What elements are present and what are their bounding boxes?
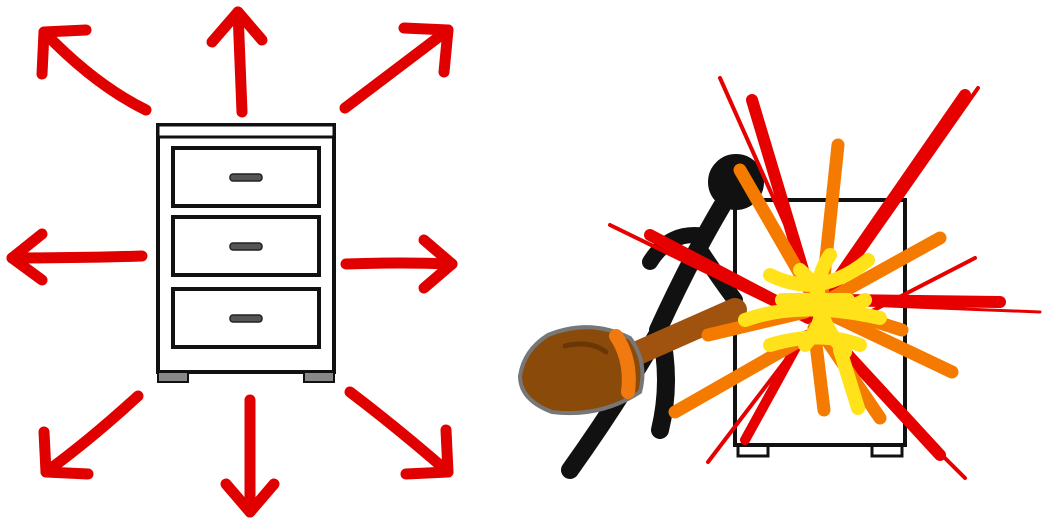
intact-dresser-panel: [6, 6, 458, 518]
arrow-right: [340, 234, 458, 294]
hammer: [517, 298, 747, 416]
smashed-dresser-foot-left: [736, 445, 770, 458]
arrow-up-right: [339, 22, 454, 114]
smashed-dresser-panel: [517, 76, 1042, 480]
drawer-handle-3: [229, 314, 263, 323]
arrow-down-left: [38, 390, 144, 480]
stick-figure-arm-back: [642, 227, 713, 270]
hammer-handle: [628, 298, 747, 364]
intact-dresser: [156, 123, 336, 383]
outward-arrows: [6, 6, 458, 518]
drawer-handle-1: [229, 173, 263, 182]
dresser-foot-right: [303, 371, 335, 383]
dresser-top-rail: [156, 123, 336, 139]
explosion: [608, 76, 1042, 480]
dresser-foot-left: [157, 371, 189, 383]
hammer-band: [609, 329, 636, 399]
explosion-yellow-core: [738, 248, 887, 415]
arrow-up: [206, 6, 268, 118]
arrow-up-left: [36, 24, 152, 116]
arrow-down: [220, 394, 280, 518]
arrow-down-right: [344, 386, 454, 480]
drawer-handle-2: [229, 242, 263, 251]
arrow-left: [6, 228, 148, 286]
smashed-dresser-foot-right: [870, 445, 904, 458]
hammer-head-shine: [562, 341, 609, 355]
